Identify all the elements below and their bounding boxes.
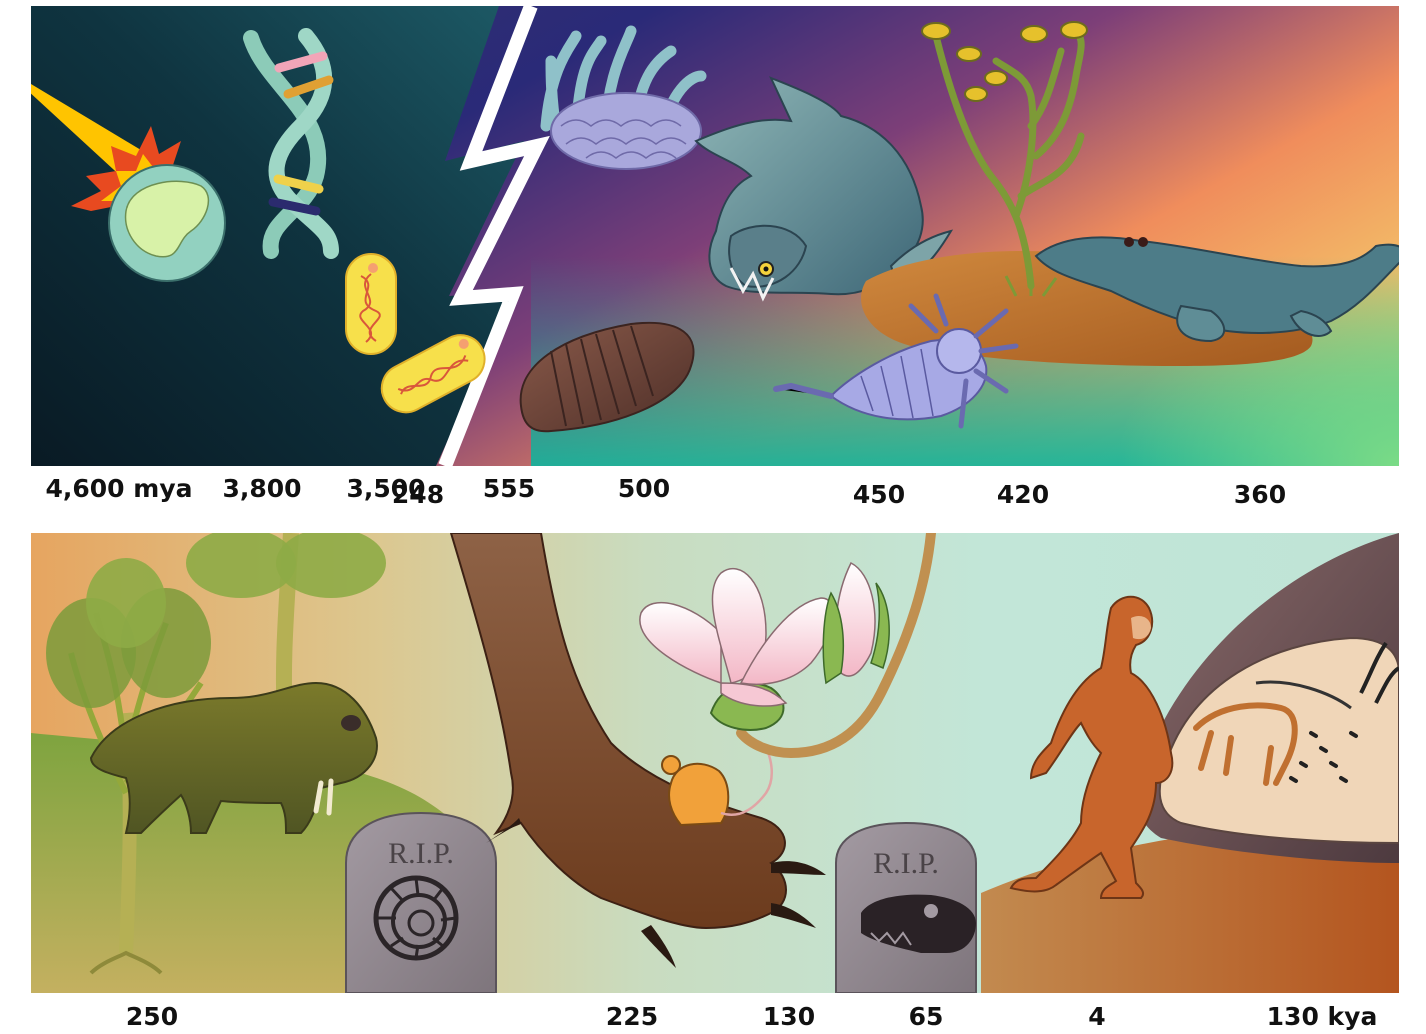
early-life-panel (31, 6, 1399, 466)
gravestone-dinosaur: R.I.P. (836, 823, 976, 993)
timeline-bottom-label: 4 (1088, 1002, 1105, 1031)
timeline-top-label: 4,600 mya (46, 474, 193, 503)
timeline-top-label: 420 (997, 480, 1049, 509)
timeline-top-label: 555 (483, 474, 535, 503)
early-earth-icon (109, 165, 225, 281)
timeline-bottom-label: 130 kya (1267, 1002, 1378, 1031)
timeline-bottom-label: 65 (909, 1002, 944, 1031)
timeline-top-label: 450 (853, 480, 905, 509)
gravestone-left-text: R.I.P. (388, 837, 454, 870)
timeline-bottom-label: 248 (392, 480, 444, 509)
later-life-illustration: R.I.P. R.I.P. (31, 533, 1399, 993)
timeline-top-label: 3,800 (222, 474, 301, 503)
timeline-bottom-label: 225 (606, 1002, 658, 1031)
timeline-bottom-label: 250 (126, 1002, 178, 1031)
early-life-illustration (31, 6, 1399, 466)
timeline-top-label: 500 (618, 474, 670, 503)
gravestone-right-text: R.I.P. (873, 847, 939, 880)
timeline-top-label: 360 (1234, 480, 1286, 509)
timeline-bottom-label: 130 (763, 1002, 815, 1031)
mesozoic-cenozoic-panel: R.I.P. R.I.P. (31, 533, 1399, 993)
gravestone-ammonite: R.I.P. (346, 813, 496, 993)
